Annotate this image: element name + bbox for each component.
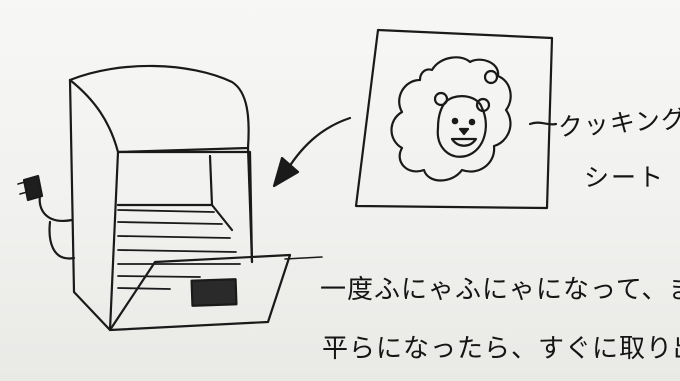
sheet-leader-line	[528, 121, 558, 126]
toaster-oven-drawing	[17, 64, 323, 332]
cooking-sheet-label-line2: シート	[584, 163, 666, 192]
arrow-to-oven	[272, 116, 352, 188]
lion-ear-left	[433, 91, 449, 107]
oven-open-door	[108, 253, 292, 332]
plug-icon	[17, 174, 44, 202]
oven-door-handle	[284, 256, 323, 260]
oven-power-cord	[38, 194, 76, 260]
instruction-caption-line1: 一度ふにゃふにゃになって、また	[320, 275, 680, 305]
oven-back-frame	[116, 150, 254, 264]
oven-inner-floor	[116, 203, 234, 232]
lion-mane-swirl	[483, 69, 499, 85]
lion-face	[436, 95, 487, 158]
oven-right-side	[246, 146, 254, 264]
oven-door-window	[190, 278, 238, 307]
lion-mouth	[450, 137, 478, 147]
lion-eye-right	[468, 118, 476, 126]
oven-top-cover	[68, 64, 250, 154]
cooking-sheet-outline	[354, 28, 554, 210]
instruction-caption-line2: 平らになったら、すぐに取り出す。	[322, 334, 680, 364]
oven-racks	[117, 209, 241, 290]
lion-eye-left	[451, 117, 459, 125]
lion-mane	[390, 56, 512, 182]
oven-left-side	[68, 78, 120, 332]
cooking-sheet-drawing	[354, 28, 554, 210]
lion-nose	[458, 127, 470, 136]
